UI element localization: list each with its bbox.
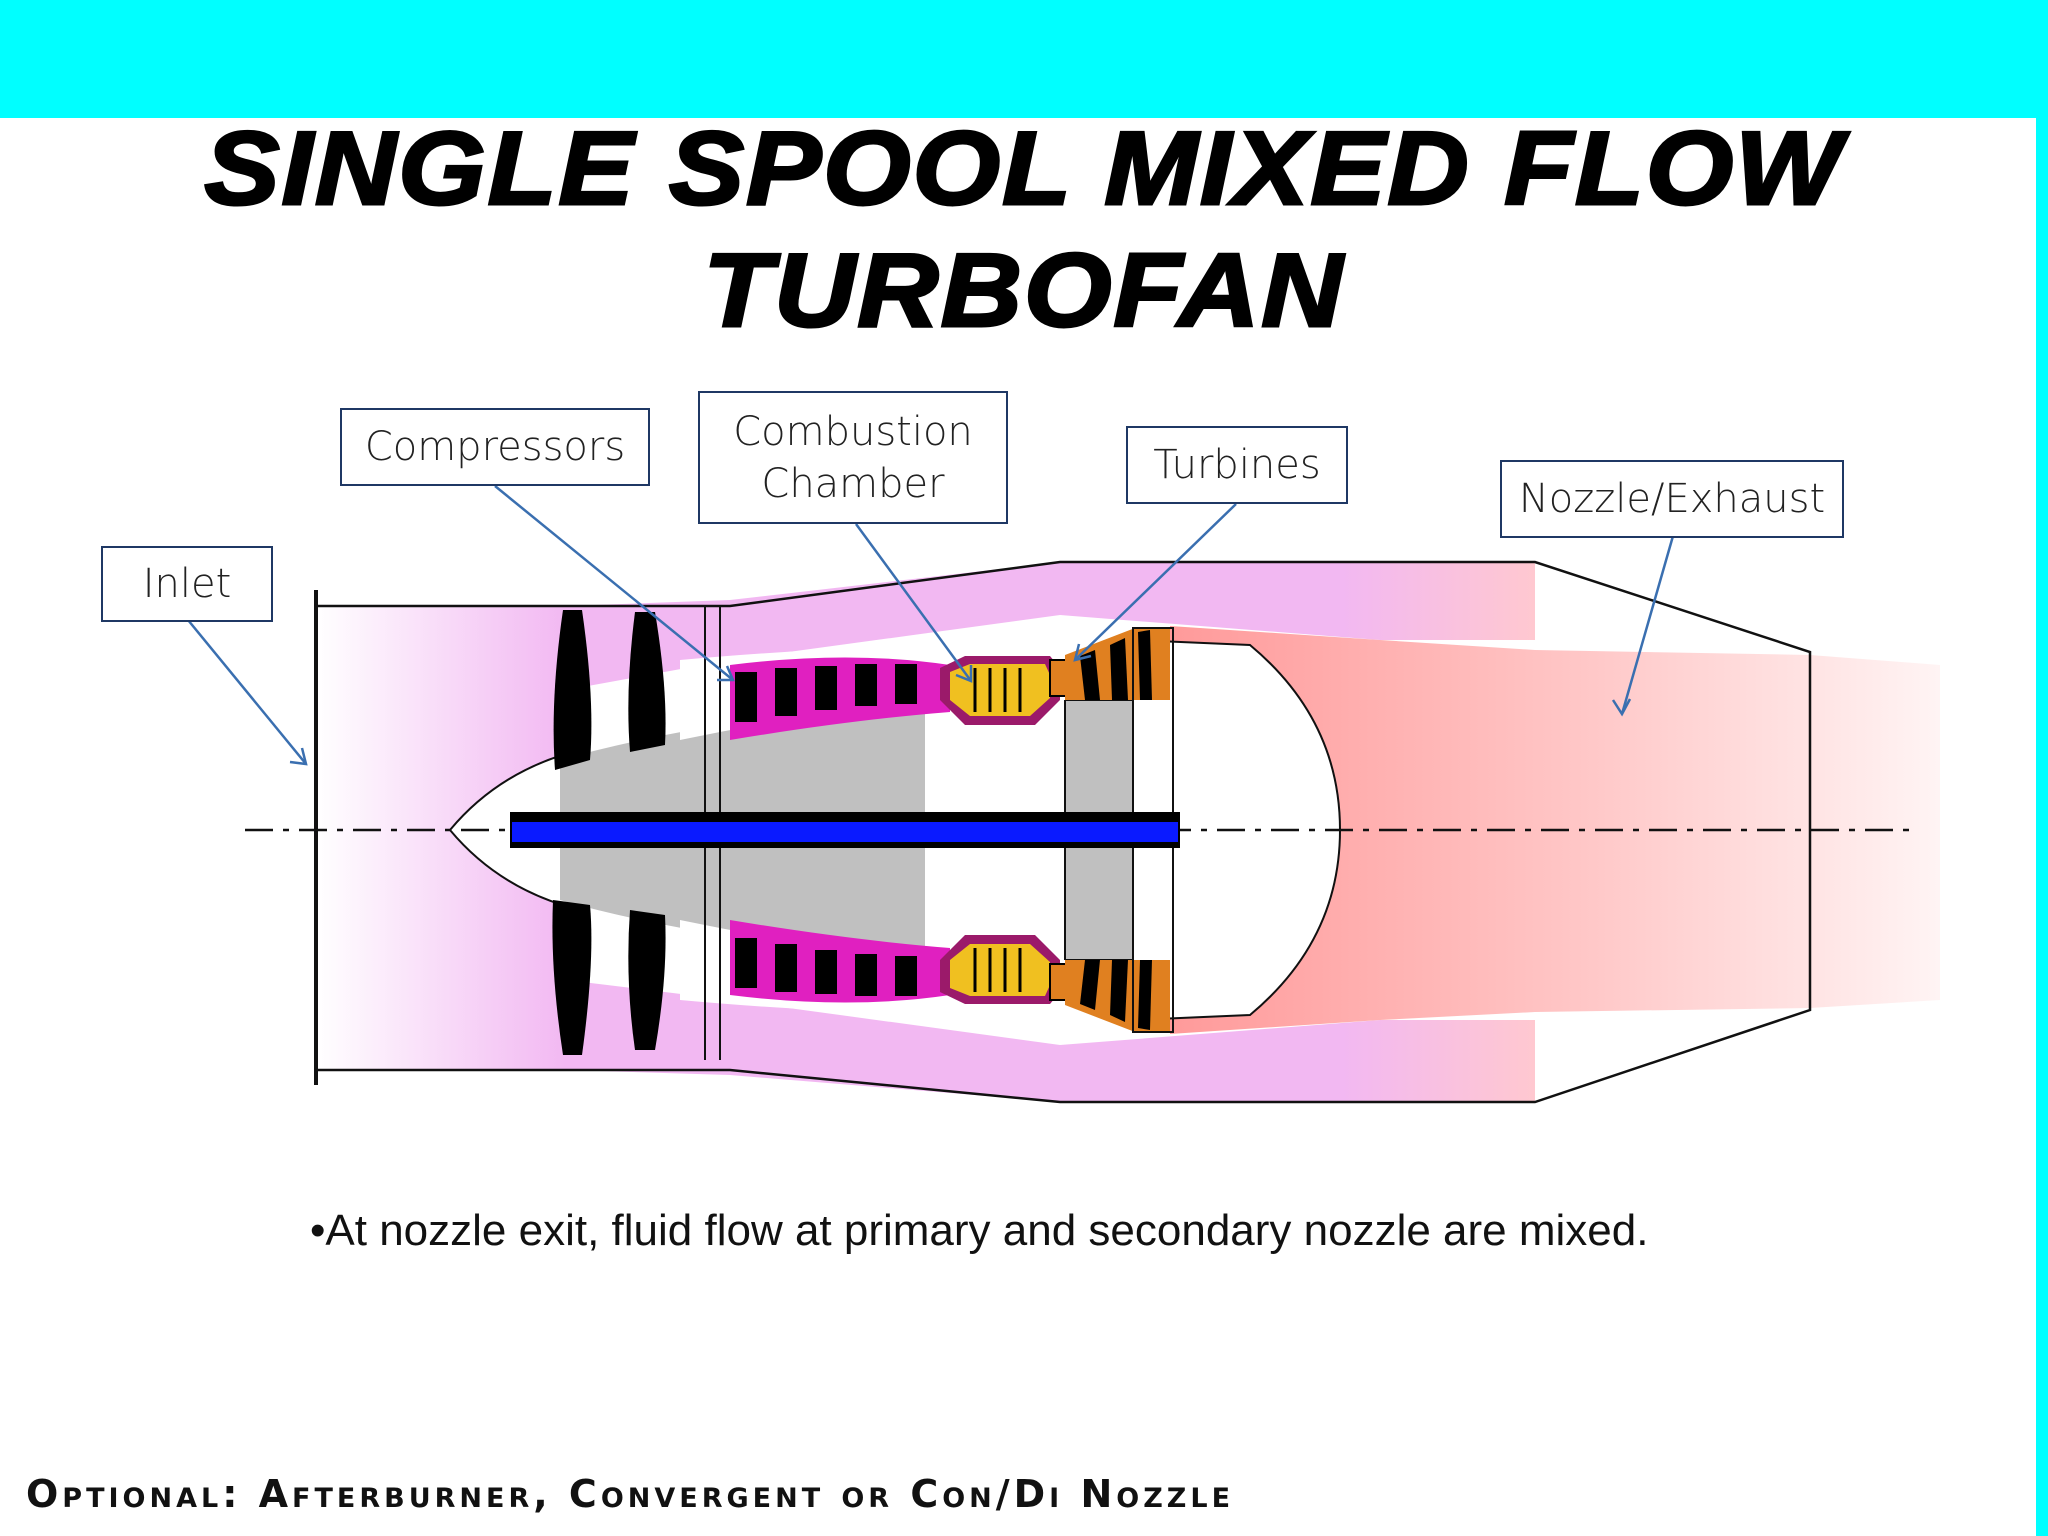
nacelle-outline	[316, 560, 1812, 1104]
right-edge-bar	[2036, 0, 2048, 1536]
combustion-chambers	[940, 656, 1076, 1004]
label-inlet-text: Inlet	[142, 561, 232, 607]
label-compressors: Compressors	[340, 408, 650, 486]
bypass-duct-lower	[566, 980, 1535, 1102]
slide-title: SINGLE SPOOL MIXED FLOW TURBOFAN	[0, 108, 2048, 352]
callout-arrows	[187, 485, 1675, 766]
label-nozzle-exhaust: Nozzle/Exhaust	[1500, 460, 1844, 538]
label-inlet: Inlet	[101, 546, 273, 622]
label-nozzle-text: Nozzle/Exhaust	[1518, 476, 1826, 522]
turbine-stages	[1065, 627, 1174, 1033]
footer-note: Optional: Afterburner, Convergent or Con…	[26, 1472, 1235, 1516]
bypass-duct-upper	[566, 562, 1535, 690]
top-banner	[0, 0, 2048, 118]
compressor-stages	[730, 657, 950, 1003]
label-turbines: Turbines	[1126, 426, 1348, 504]
label-combustion-line2: Chamber	[761, 460, 945, 507]
title-line-1: SINGLE SPOOL MIXED FLOW	[203, 110, 1844, 229]
label-combustion-chamber: Combustion Chamber	[698, 391, 1008, 524]
label-turbines-text: Turbines	[1153, 442, 1321, 488]
label-combustion-line1: Combustion	[733, 408, 973, 455]
fan-blades	[552, 610, 666, 1055]
bullet-note: •At nozzle exit, fluid flow at primary a…	[310, 1206, 1649, 1255]
label-compressors-text: Compressors	[364, 424, 626, 470]
title-line-2: TURBOFAN	[702, 232, 1345, 351]
